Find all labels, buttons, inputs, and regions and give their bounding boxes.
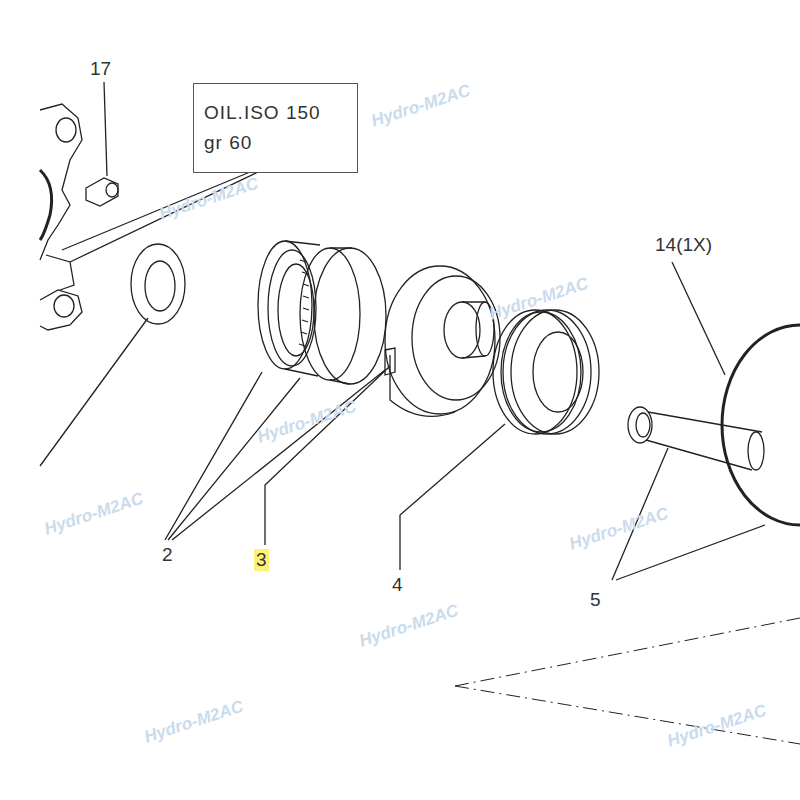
watermark: Hydro-M2AC: [255, 397, 359, 448]
callout-number: 5: [590, 589, 601, 611]
callout-number: 4: [392, 574, 403, 596]
watermark: Hydro-M2AC: [369, 81, 473, 132]
callout-number: 14(1X): [655, 234, 712, 256]
callout-number: 17: [90, 58, 111, 80]
callout-number: 3: [254, 549, 269, 571]
watermark: Hydro-M2AC: [665, 701, 769, 752]
note-box: OIL.ISO 150 gr 60: [193, 83, 358, 173]
watermark: Hydro-M2AC: [157, 174, 261, 225]
watermark: Hydro-M2AC: [42, 489, 146, 540]
watermark: Hydro-M2AC: [567, 504, 671, 555]
note-text: OIL.ISO 150 gr 60: [204, 98, 336, 158]
watermark: Hydro-M2AC: [142, 697, 246, 748]
callout-number: 2: [162, 544, 173, 566]
watermark: Hydro-M2AC: [357, 601, 461, 652]
